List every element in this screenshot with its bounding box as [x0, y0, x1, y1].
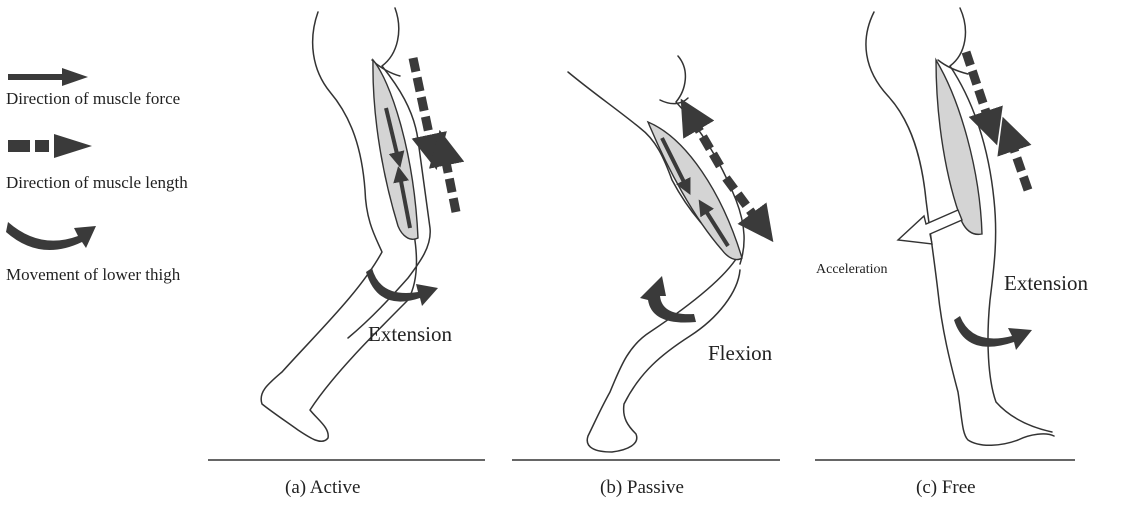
- muscle-length-arrow-icon: [8, 134, 92, 158]
- muscle-belly: [936, 60, 982, 234]
- panel-caption: (a) Active: [285, 477, 360, 498]
- motion-label: Flexion: [708, 341, 773, 365]
- muscle-length-arrow: [966, 52, 990, 124]
- legend-label-muscle-force: Direction of muscle force: [6, 89, 180, 108]
- panel-active: Extension (a) Active: [208, 8, 485, 498]
- muscle-length-arrow: [1010, 138, 1028, 190]
- muscle-length-arrow: [726, 178, 760, 224]
- legend: Direction of muscle force Direction of m…: [6, 68, 188, 284]
- acceleration-arrow-icon: [898, 210, 962, 244]
- legend-label-muscle-length: Direction of muscle length: [6, 173, 188, 192]
- muscle-force-arrow-icon: [8, 68, 88, 86]
- panel-free: Acceleration Extension (c) Free: [815, 8, 1088, 498]
- panel-caption: (c) Free: [916, 477, 976, 498]
- muscle-length-arrow: [413, 58, 432, 148]
- legend-label-thigh-movement: Movement of lower thigh: [6, 265, 181, 284]
- panel-passive: Flexion (b) Passive: [512, 56, 780, 498]
- motion-label: Extension: [368, 322, 452, 346]
- acceleration-label: Acceleration: [816, 262, 888, 277]
- extension-curved-arrow-icon: [954, 316, 1032, 350]
- muscle-length-arrow: [692, 118, 720, 166]
- motion-label: Extension: [1004, 271, 1088, 295]
- leg-outline: [568, 56, 744, 452]
- flexion-curved-arrow-icon: [640, 276, 696, 323]
- thigh-movement-curved-arrow-icon: [6, 222, 96, 250]
- extension-curved-arrow-icon: [366, 268, 438, 306]
- panel-caption: (b) Passive: [600, 477, 684, 498]
- leg-outline: [866, 8, 1054, 445]
- muscle-length-arrow: [444, 152, 456, 212]
